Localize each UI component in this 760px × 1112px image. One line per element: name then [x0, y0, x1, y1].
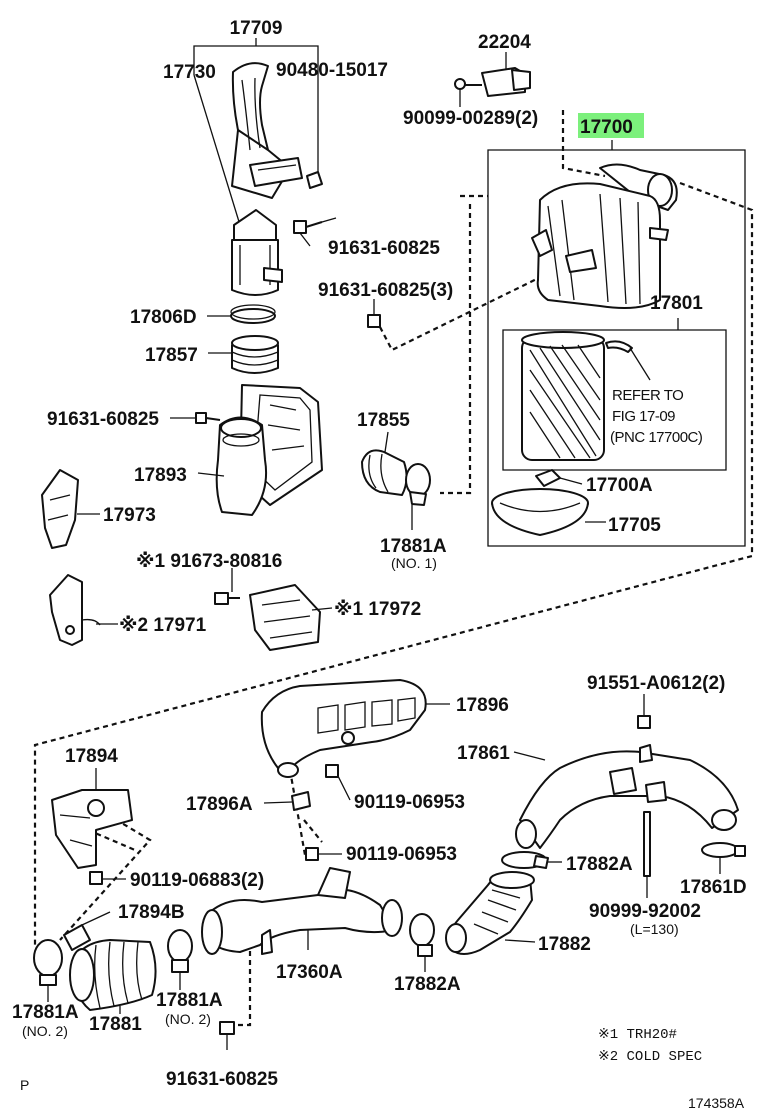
part-17896a-grommet — [263, 791, 311, 811]
part-17881a-no1-clamp — [405, 463, 431, 530]
label-17861d: 17861D — [680, 877, 747, 898]
label-17894b: 17894B — [118, 902, 185, 923]
label-17857: 17857 — [145, 345, 198, 366]
bolt-90119-06953-b — [305, 847, 342, 861]
label-22204: 22204 — [478, 32, 531, 53]
part-17881-hose — [69, 939, 157, 1014]
part-17973-bracket — [41, 469, 100, 549]
part-17894b-clip — [63, 911, 111, 951]
bolt-90119-06953-a — [325, 764, 351, 801]
label-91673-80816: ※1 91673-80816 — [136, 551, 282, 572]
part-90480-clip — [306, 171, 323, 189]
part-17806d-housing — [231, 209, 283, 296]
label-17894: 17894 — [65, 746, 118, 767]
part-17861-pipe — [513, 744, 739, 849]
bolt-90119-06883 — [89, 871, 126, 885]
label-91631-60825-3: 91631-60825(3) — [318, 280, 453, 301]
label-17881: 17881 — [89, 1014, 142, 1035]
label-17896a: 17896A — [186, 794, 253, 815]
part-90999-92002-rod — [643, 811, 651, 898]
label-17700a: 17700A — [586, 475, 653, 496]
label-17360a: 17360A — [276, 962, 343, 983]
part-17972-bracket — [249, 584, 333, 651]
label-no2-mid: (NO. 2) — [165, 1011, 211, 1027]
part-17801-filter — [521, 331, 651, 461]
label-90999-92002: 90999-92002 — [589, 901, 701, 922]
part-17730-air-duct — [231, 62, 303, 199]
label-17861: 17861 — [457, 743, 510, 764]
label-17700: 17700 — [580, 117, 633, 138]
part-17806d-ring — [207, 304, 276, 324]
label-90119-06883: 90119-06883(2) — [130, 870, 264, 891]
label-17705: 17705 — [608, 515, 661, 536]
part-22204-sensor — [481, 52, 531, 97]
label-l130: (L=130) — [630, 921, 679, 937]
reference-line-3: (PNC 17700C) — [610, 429, 703, 446]
label-17882a-upper: 17882A — [566, 854, 633, 875]
label-91631-60825-a: 91631-60825 — [328, 238, 440, 259]
bolt-91551-a0612 — [637, 694, 651, 729]
highlight-17700 — [578, 113, 644, 138]
label-17973: 17973 — [103, 505, 156, 526]
reference-line-2: FIG 17-09 — [612, 408, 675, 425]
page-letter: P — [20, 1077, 29, 1093]
bolt-91631-60825-d — [219, 1021, 235, 1050]
bolt-90099-00289 — [454, 78, 482, 107]
bolt-91673-80816 — [214, 568, 240, 605]
label-17709: 17709 — [230, 18, 283, 39]
part-17882-hose — [445, 871, 536, 955]
bolt-91631-60825-a — [293, 217, 337, 247]
label-17893: 17893 — [134, 465, 187, 486]
part-17894-bracket — [51, 768, 133, 869]
bolt-91631-60825-c — [170, 412, 221, 424]
label-17882a-lower: 17882A — [394, 974, 461, 995]
part-17882a-clamp-upper — [501, 851, 562, 869]
dashed-routes — [33, 110, 754, 1027]
label-90480-15017: 90480-15017 — [276, 60, 388, 81]
label-91631-60825-d: 91631-60825 — [166, 1069, 278, 1090]
label-91551-a0612: 91551-A0612(2) — [587, 673, 725, 694]
label-17971: ※2 17971 — [119, 615, 207, 636]
part-17971-bracket — [49, 574, 118, 646]
label-17882: 17882 — [538, 934, 591, 955]
bolt-91631-60825-b — [367, 299, 381, 328]
label-17855: 17855 — [357, 410, 410, 431]
part-17700-air-cleaner — [531, 163, 678, 309]
note-trh20: ※1 TRH20# — [598, 1027, 677, 1043]
part-17700a-clip — [535, 469, 583, 487]
note-cold-spec: ※2 COLD SPEC — [598, 1049, 702, 1065]
part-17896-resonator — [260, 679, 450, 778]
label-90119-06953-a: 90119-06953 — [354, 792, 465, 813]
bracket-17709 — [193, 38, 319, 226]
label-17806d: 17806D — [130, 307, 197, 328]
frame-17801 — [502, 318, 727, 471]
part-17893-inlet — [197, 384, 323, 516]
label-90119-06953-b: 90119-06953 — [346, 844, 457, 865]
label-17972: ※1 17972 — [334, 599, 421, 620]
label-17881a-no2-mid: 17881A — [156, 990, 223, 1011]
part-17861d-clamp — [701, 842, 746, 874]
label-90099-00289: 90099-00289(2) — [403, 108, 538, 129]
reference-line-1: REFER TO — [612, 387, 683, 404]
label-17881a-no1: 17881A — [380, 536, 447, 557]
part-17882a-clamp-lower — [409, 913, 435, 972]
part-17881a-no2-clamp-mid — [167, 929, 193, 990]
part-17857-hose — [208, 335, 279, 374]
assembly-frame-17700 — [487, 140, 746, 547]
label-17730: 17730 — [163, 62, 216, 83]
diagram-id: 174358A — [688, 1095, 745, 1111]
part-17705-cover — [491, 488, 606, 536]
label-17896: 17896 — [456, 695, 509, 716]
label-17801: 17801 — [650, 293, 703, 314]
part-17881a-no2-clamp-left — [33, 939, 63, 1002]
label-17881a-no2-left: 17881A — [12, 1002, 79, 1023]
part-17360a-duct — [201, 867, 403, 955]
label-no1: (NO. 1) — [391, 555, 437, 571]
part-17855-hose — [361, 431, 408, 496]
label-no2-left: (NO. 2) — [22, 1023, 68, 1039]
label-91631-60825-c: 91631-60825 — [47, 409, 159, 430]
